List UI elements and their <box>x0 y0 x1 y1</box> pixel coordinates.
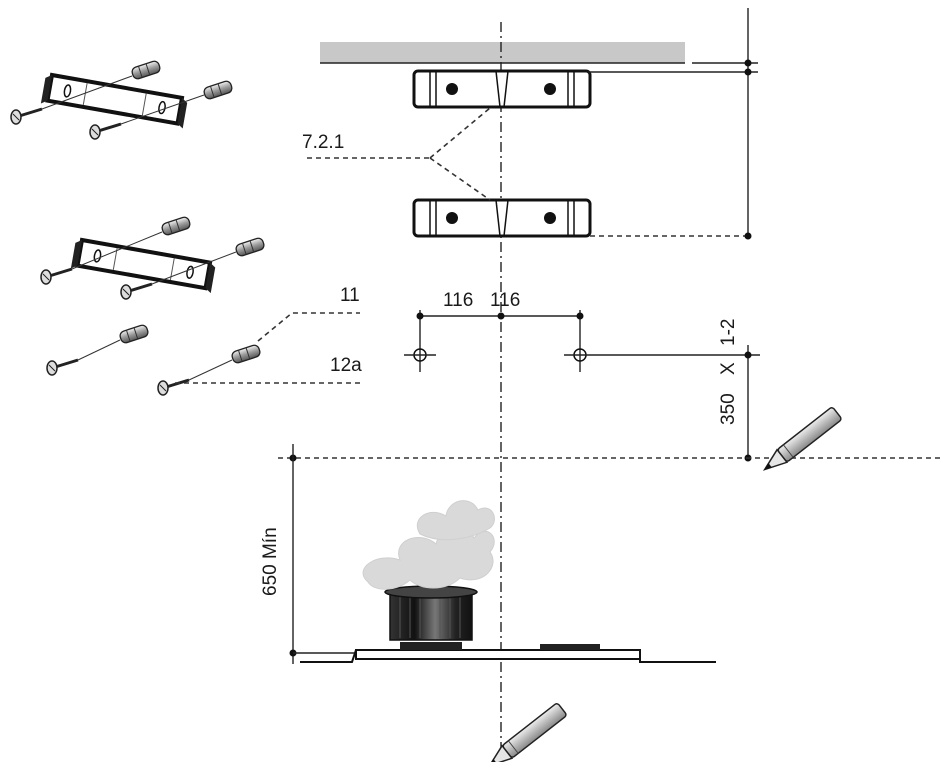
wall-plug-icon <box>202 79 234 101</box>
screw-icon <box>119 282 154 301</box>
wall-plug-icon <box>234 236 266 258</box>
pencil-icon <box>758 405 843 477</box>
wall-plug-icon <box>160 215 192 237</box>
ref-label-plug: 12a <box>330 355 362 376</box>
dim-qty-label: 1-2 <box>718 319 739 346</box>
screw-icon <box>88 122 123 141</box>
drill-hole-right-icon <box>564 348 760 362</box>
dim-right-label: 116 <box>490 290 520 311</box>
dim-multiplier-label: X <box>718 362 739 375</box>
wall-plug-icon <box>130 59 162 81</box>
hood-bracket-upper <box>412 69 592 109</box>
screw-icon <box>39 267 74 286</box>
drill-hole-left-icon <box>404 348 436 362</box>
bracket-kit-a <box>9 59 234 141</box>
hood-bracket-lower <box>412 198 592 238</box>
cooktop-icon <box>300 500 716 663</box>
ref-label-bracket: 7.2.1 <box>302 132 344 153</box>
wall-bracket-icon <box>70 237 216 294</box>
screw-icon <box>9 107 44 126</box>
wall-plug-icon <box>118 323 150 345</box>
steam-icon <box>362 500 495 590</box>
dim-650-label: 650 Mín <box>260 527 281 596</box>
wall-bracket-icon <box>40 72 188 129</box>
ref-label-screw: 11 <box>340 285 360 306</box>
dim-350-label: 350 <box>718 393 739 425</box>
dim-left-label: 116 <box>443 290 473 311</box>
pencil-icon <box>483 701 568 762</box>
wall-plug-icon <box>230 343 262 365</box>
ceiling-band <box>320 42 685 63</box>
bracket-kit-b <box>39 215 266 301</box>
screw-icon <box>45 358 80 377</box>
screw-plug-set <box>45 323 262 397</box>
